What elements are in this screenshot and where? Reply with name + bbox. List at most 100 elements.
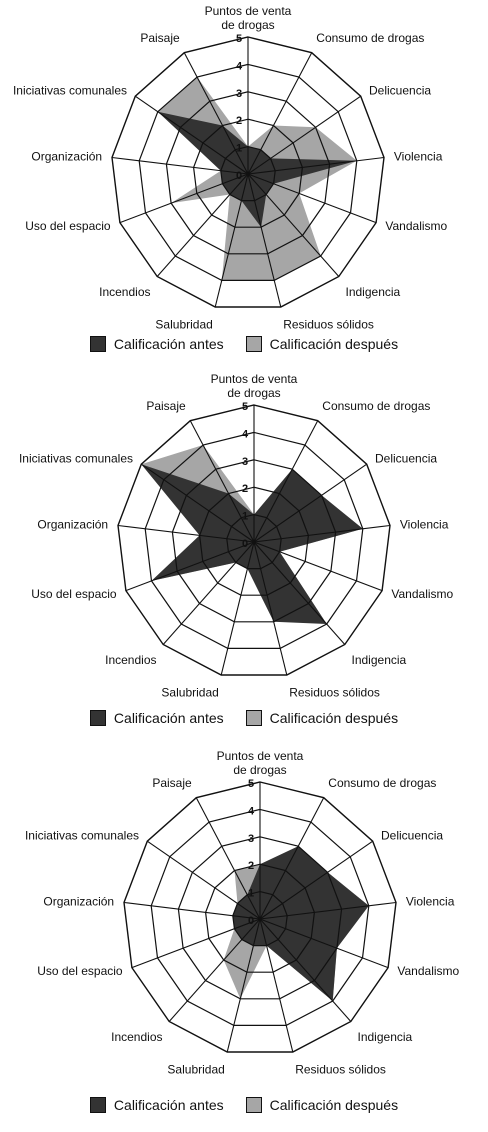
axis-spoke (111, 156, 249, 175)
axis-spoke (259, 918, 294, 1053)
legend-item-despues: Calificación después (245, 1097, 398, 1113)
axis-spoke (156, 173, 249, 277)
axis-spoke (189, 420, 255, 543)
category-label: Indigencia (346, 285, 401, 299)
grid-ring-1 (220, 145, 276, 202)
axis-spoke (168, 918, 261, 1022)
category-label: Paisaje (140, 31, 180, 45)
category-label: Delicuencia (381, 829, 443, 843)
category-label: Violencia (400, 517, 449, 531)
category-label: Salubridad (155, 318, 212, 332)
series-antes-area (232, 846, 369, 1001)
grid-ring-2 (204, 863, 316, 973)
category-label: Delicuencia (369, 84, 431, 98)
axis-spoke (119, 173, 249, 224)
legend-swatch-despues (245, 710, 262, 726)
category-label: Puntos de venta (217, 749, 304, 763)
category-label: Organización (43, 894, 114, 908)
category-label: Violencia (394, 149, 443, 163)
grid-ring-3 (177, 836, 343, 1000)
legend-item-despues: Calificación después (245, 336, 399, 352)
tick-label: 2 (236, 115, 242, 127)
category-label: Iniciativas comunales (25, 829, 139, 843)
tick-label: 2 (248, 860, 254, 872)
grid-ring-2 (192, 118, 304, 228)
tick-label: 1 (248, 888, 254, 900)
axis-spoke (253, 541, 346, 645)
category-label: Puntos de venta (211, 372, 298, 386)
tick-label: 3 (236, 88, 242, 100)
category-label: Organización (37, 517, 108, 531)
category-label: Vandalismo (385, 219, 447, 233)
grid-ring-4 (150, 808, 370, 1026)
tick-label: 4 (248, 805, 255, 817)
tick-label: 2 (242, 483, 248, 495)
grid-ring-2 (198, 486, 310, 596)
category-label: Paisaje (146, 399, 186, 413)
axis-spoke (214, 173, 249, 308)
category-label: Residuos sólidos (289, 686, 380, 700)
category-label: de drogas (227, 386, 280, 400)
category-label: Uso del espacio (25, 219, 111, 233)
category-label: Consumo de drogas (322, 399, 430, 413)
tick-label: 3 (248, 833, 254, 845)
grid-ring-5 (111, 36, 385, 308)
legend-item-despues: Calificación después (245, 710, 399, 726)
grid-ring-4 (144, 431, 364, 649)
legend-label-despues: Calificación después (269, 336, 399, 352)
category-label: Iniciativas comunales (19, 452, 133, 466)
axis-spoke (247, 52, 313, 175)
axis-spoke (253, 524, 391, 543)
category-label: Incendios (105, 653, 156, 667)
tick-label: 0 (236, 170, 242, 182)
category-label: Incendios (99, 285, 150, 299)
category-label: de drogas (233, 763, 286, 777)
tick-label: 4 (236, 60, 243, 72)
series-antes-area (157, 111, 357, 228)
axis-spoke (195, 797, 261, 920)
category-label: Vandalismo (391, 587, 453, 601)
category-label: Violencia (406, 894, 455, 908)
axis-spoke (247, 173, 377, 224)
tick-label: 3 (242, 456, 248, 468)
grid-ring-4 (138, 63, 358, 281)
axis-spoke (253, 463, 368, 543)
axis-spoke (247, 173, 282, 308)
grid-ring-1 (226, 513, 282, 570)
axis-spoke (220, 541, 255, 676)
category-label: Uso del espacio (37, 964, 123, 978)
axis-spoke (247, 156, 385, 175)
category-label: Incendios (111, 1030, 162, 1044)
axis-spoke (123, 901, 261, 920)
category-label: Indigencia (358, 1030, 413, 1044)
axis-spoke (146, 840, 261, 920)
category-label: Salubridad (167, 1063, 224, 1077)
axis-spoke (125, 541, 255, 592)
grid-ring-5 (117, 404, 391, 676)
tick-label: 1 (236, 143, 242, 155)
legend-1: Calificación antes Calificación después (0, 332, 488, 356)
axis-spoke (162, 541, 255, 645)
grid-ring-5 (123, 781, 397, 1053)
grid-ring-3 (171, 459, 337, 623)
axis-spoke (259, 918, 352, 1022)
legend-item-antes: Calificación antes (89, 710, 224, 726)
tick-label: 5 (236, 33, 242, 45)
legend-swatch-antes (89, 710, 106, 726)
axis-spoke (259, 918, 389, 969)
category-label: Organización (31, 149, 102, 163)
category-label: Iniciativas comunales (13, 84, 127, 98)
tick-label: 5 (242, 401, 248, 413)
category-label: Indigencia (352, 653, 407, 667)
axis-spoke (134, 95, 249, 175)
legend-label-despues: Calificación después (269, 710, 399, 726)
legend-swatch-antes (89, 336, 106, 352)
category-label: Salubridad (161, 686, 218, 700)
legend-3: Calificación antes Calificación después (0, 1093, 488, 1117)
legend-swatch-despues (245, 336, 262, 352)
